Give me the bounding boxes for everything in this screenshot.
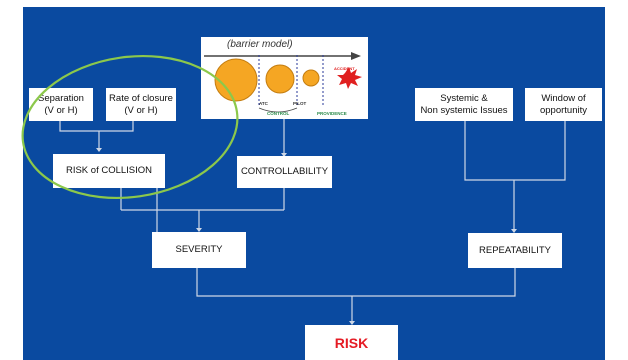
accident-label: ACCIDENT bbox=[334, 66, 355, 71]
controllability-label: CONTROLLABILITY bbox=[240, 166, 329, 177]
non-systemic-label: Non systemic Issues bbox=[420, 104, 508, 116]
pilot-label: PILOT bbox=[293, 101, 307, 106]
risk-label: RISK bbox=[334, 334, 369, 351]
severity-box: SEVERITY bbox=[152, 232, 246, 268]
systemic-label: Systemic & bbox=[440, 92, 488, 104]
separation-box: Separation (V or H) bbox=[29, 88, 93, 121]
barrier-model-image: (barrier model) ACCIDENT ATC PILOT CONTR… bbox=[201, 37, 368, 119]
opportunity-label: opportunity bbox=[539, 104, 587, 116]
repeatability-label: REPEATABILITY bbox=[479, 244, 551, 256]
window-label: Window of bbox=[541, 92, 586, 104]
rate-of-closure-sub-label: (V or H) bbox=[124, 104, 158, 116]
separation-label: Separation bbox=[38, 92, 84, 104]
barrier-model-title: (barrier model) bbox=[227, 39, 293, 50]
control-label: CONTROL bbox=[267, 111, 290, 116]
severity-label: SEVERITY bbox=[175, 244, 223, 255]
atc-label: ATC bbox=[259, 101, 268, 106]
rate-of-closure-label: Rate of closure bbox=[109, 92, 173, 104]
risk-of-collision-label: RISK of COLLISION bbox=[65, 165, 153, 176]
providence-label: PROVIDENCE bbox=[317, 111, 347, 116]
systemic-issues-box: Systemic & Non systemic Issues bbox=[415, 88, 513, 121]
risk-box: RISK bbox=[305, 325, 398, 360]
accident-burst-icon bbox=[337, 67, 362, 89]
separation-sub-label: (V or H) bbox=[44, 104, 78, 116]
rate-of-closure-box: Rate of closure (V or H) bbox=[106, 88, 176, 121]
window-of-opportunity-box: Window of opportunity bbox=[525, 88, 602, 121]
controllability-box: CONTROLLABILITY bbox=[237, 156, 332, 188]
repeatability-box: REPEATABILITY bbox=[468, 233, 562, 268]
risk-of-collision-box: RISK of COLLISION bbox=[53, 154, 165, 188]
